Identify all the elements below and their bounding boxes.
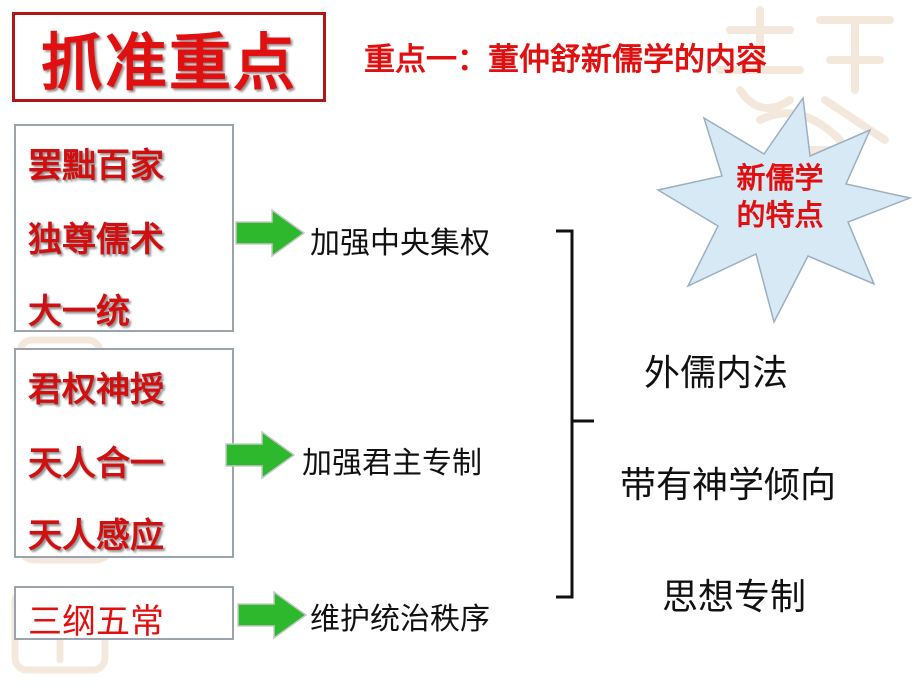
group-3-item-1: 三纲五常	[28, 602, 164, 642]
purpose-label-1: 加强中央集权	[310, 226, 490, 261]
group-box-2: 君权神授 天人合一 天人感应	[14, 348, 234, 558]
star-label-line-2: 的特点	[736, 198, 824, 232]
group-2-item-2: 天人合一	[28, 444, 164, 484]
group-1-item-1: 罢黜百家	[28, 146, 164, 186]
purpose-label-3: 维护统治秩序	[310, 602, 490, 637]
arrow-right-icon	[237, 590, 308, 640]
arrow-right-icon	[235, 208, 306, 258]
arrow-right-icon	[225, 430, 296, 480]
bracket-connector	[556, 229, 594, 599]
purpose-label-2: 加强君主专制	[302, 446, 482, 481]
title-box: 抓准重点	[12, 12, 326, 102]
group-2-item-1: 君权神授	[28, 370, 164, 410]
group-2-item-3: 天人感应	[28, 516, 164, 556]
star-label-line-1: 新儒学	[736, 161, 824, 195]
feature-3: 思想专制	[662, 577, 807, 618]
feature-1: 外儒内法	[644, 353, 789, 394]
group-box-1: 罢黜百家 独尊儒术 大一统	[14, 124, 234, 332]
group-1-item-2: 独尊儒术	[28, 220, 164, 260]
star-label: 新儒学 的特点	[710, 160, 850, 234]
group-box-3: 三纲五常	[14, 586, 234, 642]
page-title: 抓准重点	[40, 26, 297, 99]
subtitle: 重点一：董仲舒新儒学的内容	[364, 42, 767, 78]
group-1-item-3: 大一统	[28, 292, 130, 332]
star-burst-shape	[655, 95, 913, 325]
feature-2: 带有神学倾向	[620, 465, 837, 506]
